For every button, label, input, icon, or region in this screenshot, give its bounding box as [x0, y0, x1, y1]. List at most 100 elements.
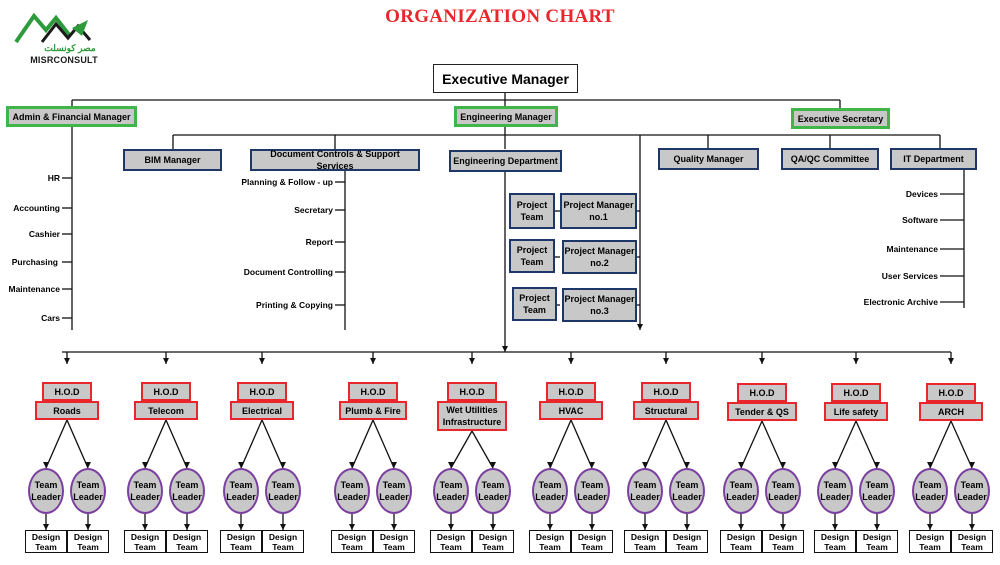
- project-team-3: Project Team: [512, 287, 557, 321]
- department-box: Electrical: [230, 401, 294, 420]
- design-team-box: Design Team: [529, 530, 571, 553]
- team-leader-oval: Team Leader: [912, 468, 948, 514]
- doc-item-planning: Planning & Follow - up: [241, 177, 333, 187]
- connector-line: [665, 419, 688, 469]
- arrow-head: [64, 358, 70, 364]
- arrow-head: [142, 462, 148, 468]
- hod-box: H.O.D: [348, 382, 398, 401]
- team-leader-oval: Team Leader: [265, 468, 301, 514]
- doc-item-printing: Printing & Copying: [256, 300, 333, 310]
- arrow-head: [642, 524, 648, 530]
- team-leader-oval: Team Leader: [723, 468, 759, 514]
- arrow-head: [184, 524, 190, 530]
- arrow-head: [927, 462, 933, 468]
- project-team-1: Project Team: [509, 193, 555, 229]
- it-department-box: IT Department: [890, 148, 977, 170]
- arrow-head: [589, 462, 595, 468]
- admin-item-hr: HR: [47, 173, 60, 183]
- connector-line: [240, 419, 263, 469]
- it-item-software: Software: [902, 215, 938, 225]
- arrow-head: [738, 524, 744, 530]
- department-box: HVAC: [539, 401, 603, 420]
- admin-financial-manager-box: Admin & Financial Manager: [6, 106, 137, 127]
- department-box: Roads: [35, 401, 99, 420]
- arrow-head: [349, 462, 355, 468]
- design-team-box: Design Team: [856, 530, 898, 553]
- hod-box: H.O.D: [237, 382, 287, 401]
- arrow-head: [43, 462, 49, 468]
- page-title: ORGANIZATION CHART: [385, 6, 615, 27]
- hod-box: H.O.D: [447, 382, 497, 401]
- arrow-head: [637, 324, 643, 330]
- bim-manager-box: BIM Manager: [123, 149, 222, 171]
- arrow-head: [780, 524, 786, 530]
- team-leader-oval: Team Leader: [28, 468, 64, 514]
- design-team-box: Design Team: [331, 530, 373, 553]
- team-leader-oval: Team Leader: [859, 468, 895, 514]
- connector-line: [761, 420, 784, 469]
- design-team-box: Design Team: [571, 530, 613, 553]
- design-team-box: Design Team: [166, 530, 208, 553]
- arrow-head: [163, 358, 169, 364]
- hod-box: H.O.D: [737, 383, 787, 402]
- hod-box: H.O.D: [641, 382, 691, 401]
- arrow-head: [280, 462, 286, 468]
- connector-line: [261, 419, 284, 469]
- design-team-box: Design Team: [67, 530, 109, 553]
- arrow-head: [589, 524, 595, 530]
- project-team-2: Project Team: [509, 239, 555, 273]
- hod-box: H.O.D: [546, 382, 596, 401]
- hod-box: H.O.D: [926, 383, 976, 402]
- connector-line: [929, 420, 952, 469]
- it-item-user-services: User Services: [881, 271, 938, 281]
- design-team-box: Design Team: [624, 530, 666, 553]
- design-team-box: Design Team: [814, 530, 856, 553]
- arrow-head: [642, 462, 648, 468]
- department-box: Telecom: [134, 401, 198, 420]
- connector-line: [644, 419, 667, 469]
- quality-manager-box: Quality Manager: [658, 148, 759, 170]
- arrow-head: [547, 462, 553, 468]
- design-team-box: Design Team: [430, 530, 472, 553]
- executive-secretary-box: Executive Secretary: [791, 108, 890, 129]
- design-team-box: Design Team: [951, 530, 993, 553]
- project-manager-2: Project Manager no.2: [562, 240, 637, 274]
- arrow-head: [142, 524, 148, 530]
- connector-line: [471, 430, 494, 469]
- arrow-head: [780, 462, 786, 468]
- team-leader-oval: Team Leader: [127, 468, 163, 514]
- arrow-head: [448, 524, 454, 530]
- doc-item-report: Report: [305, 237, 333, 247]
- team-leader-oval: Team Leader: [669, 468, 705, 514]
- connector-line: [855, 420, 878, 469]
- admin-item-maintenance: Maintenance: [8, 284, 61, 294]
- connector-line: [740, 420, 763, 469]
- design-team-box: Design Team: [720, 530, 762, 553]
- team-leader-oval: Team Leader: [169, 468, 205, 514]
- arrow-head: [238, 462, 244, 468]
- design-team-box: Design Team: [25, 530, 67, 553]
- design-team-box: Design Team: [373, 530, 415, 553]
- hod-box: H.O.D: [831, 383, 881, 402]
- arrow-head: [502, 346, 508, 352]
- department-box: Structural: [633, 401, 699, 420]
- team-leader-oval: Team Leader: [627, 468, 663, 514]
- arrow-head: [391, 524, 397, 530]
- connector-line: [549, 419, 572, 469]
- arrow-head: [832, 524, 838, 530]
- team-leader-oval: Team Leader: [223, 468, 259, 514]
- project-manager-3: Project Manager no.3: [562, 288, 637, 322]
- connector-line: [351, 419, 374, 469]
- arrow-head: [948, 358, 954, 364]
- hod-box: H.O.D: [42, 382, 92, 401]
- arrow-head: [738, 462, 744, 468]
- connector-line: [834, 420, 857, 469]
- team-leader-oval: Team Leader: [954, 468, 990, 514]
- arrow-head: [969, 462, 975, 468]
- admin-item-cars: Cars: [41, 313, 60, 323]
- arrow-head: [853, 358, 859, 364]
- connector-line: [950, 420, 973, 469]
- arrow-head: [874, 462, 880, 468]
- arrow-head: [280, 524, 286, 530]
- arrow-head: [349, 524, 355, 530]
